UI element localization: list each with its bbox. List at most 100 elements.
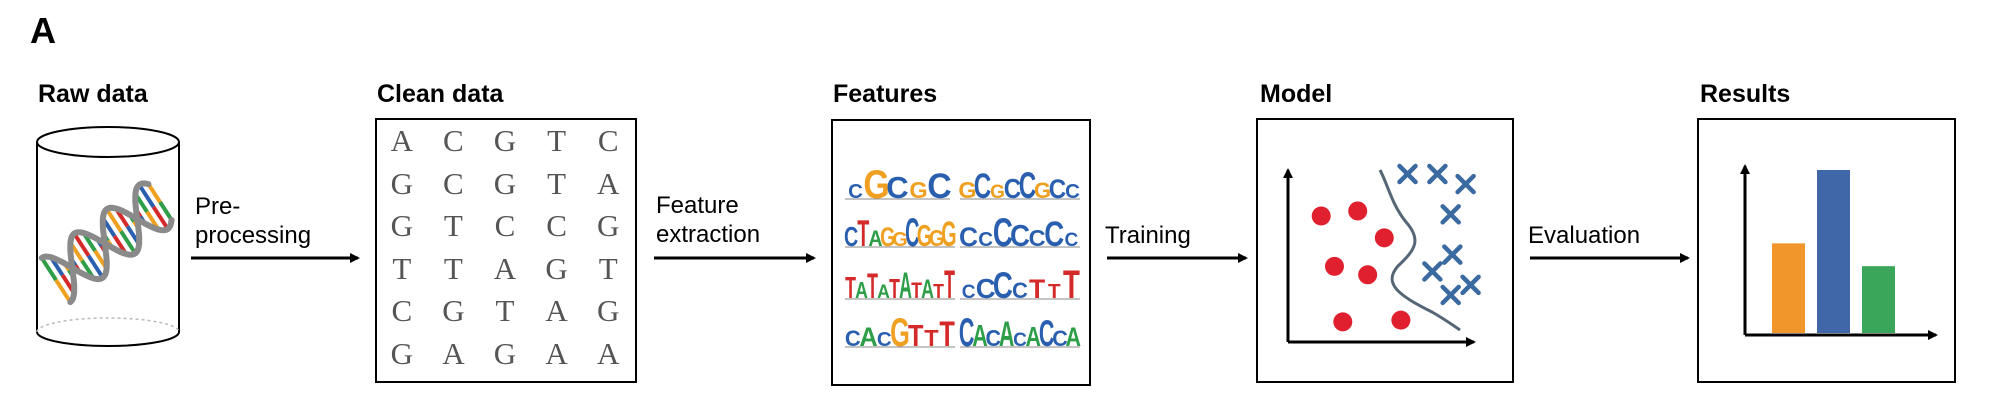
sequence-base: A	[390, 123, 413, 159]
decision-boundary	[1378, 169, 1461, 332]
training-label: Training	[1105, 222, 1191, 249]
dna-base-pair	[105, 208, 123, 233]
sequence-base: T	[547, 165, 567, 201]
raw-data-title: Raw data	[38, 80, 148, 108]
class-a-point	[1324, 256, 1344, 276]
sequence-base: G	[596, 208, 620, 244]
results-chart	[1740, 164, 1938, 340]
sequence-base: G	[390, 335, 413, 371]
sequence-base: A	[545, 335, 568, 371]
motif-letter: C	[959, 222, 978, 252]
motif-letter: G	[917, 217, 932, 253]
results-title: Results	[1700, 80, 1791, 108]
motif-letter: T	[939, 314, 955, 354]
motif-letter: C	[845, 326, 861, 351]
class-b-cross	[1440, 204, 1461, 225]
sequence-base: C	[546, 208, 567, 244]
motif-letter: A	[855, 278, 868, 304]
sequence-base: C	[494, 208, 516, 244]
motif-letter: C	[986, 325, 1002, 351]
sequence-base: C	[443, 165, 464, 201]
feature-extraction-label: Feature extraction	[656, 191, 760, 249]
dna-base-pair	[72, 232, 91, 257]
features-box	[831, 119, 1091, 386]
sequence-base: G	[390, 208, 413, 244]
result-bar	[1817, 170, 1850, 333]
sequence-base: T	[443, 208, 463, 244]
clean-data-box	[375, 118, 637, 383]
sequence-base: T	[547, 123, 567, 159]
motif-letter: A	[999, 315, 1015, 355]
class-a-point	[1358, 265, 1378, 285]
model-title: Model	[1260, 80, 1333, 108]
motif-letter: A	[877, 280, 890, 302]
sequence-base: C	[597, 123, 619, 159]
dna-backbone-strand	[67, 180, 152, 306]
motif-letter: C	[1029, 225, 1046, 251]
class-b-cross	[1460, 274, 1481, 296]
motif-letter: T	[1048, 280, 1061, 303]
results-bars	[1772, 170, 1895, 333]
sequence-base: T	[392, 250, 412, 286]
motif-letter: T	[933, 281, 944, 303]
feature-extraction-label-line2: extraction	[656, 221, 761, 248]
features-title: Features	[833, 80, 938, 108]
motif-letter: T	[1063, 263, 1080, 307]
motif-letter: C	[978, 228, 993, 251]
motif-letter: A	[859, 324, 878, 353]
database-cylinder-icon	[36, 126, 180, 347]
motif-letter: C	[877, 328, 892, 351]
class-b-cross	[1427, 163, 1448, 185]
sequence-base: G	[493, 335, 517, 371]
motif-letter: G	[1034, 178, 1051, 203]
motif-letter: G	[929, 224, 944, 251]
sequence-base: C	[443, 123, 464, 159]
sequence-base: G	[493, 123, 517, 159]
motif-letter: G	[880, 222, 895, 252]
result-bar	[1862, 266, 1895, 333]
motif-letter: G	[990, 182, 1005, 203]
class-a-point	[1374, 228, 1394, 248]
dna-base-pair	[86, 254, 105, 279]
motif-letter: T	[889, 273, 900, 304]
class-b-cross	[1455, 173, 1476, 195]
motif-letter: G	[909, 177, 927, 203]
sequence-base: A	[493, 250, 517, 286]
class-b-cross	[1422, 261, 1443, 282]
sequence-base: G	[390, 165, 413, 201]
dna-base-pair	[119, 230, 137, 255]
motif-letter: G	[890, 311, 910, 355]
motif-letter: C	[1013, 330, 1027, 351]
preprocessing-label: Pre- processing	[195, 192, 311, 250]
motif-letter: C	[848, 180, 863, 203]
motif-letter: T	[911, 279, 922, 303]
motif-letter: C	[1010, 219, 1030, 254]
motif-letter: T	[867, 266, 878, 305]
panel-label: A	[30, 10, 56, 51]
motif-letter: C	[886, 170, 908, 205]
motif-letter: C	[927, 167, 951, 206]
sequence-base: G	[596, 293, 620, 329]
model-points	[1311, 163, 1481, 332]
sequence-base: A	[596, 335, 620, 371]
sequence-base: T	[598, 250, 618, 286]
class-b-cross	[1440, 284, 1461, 306]
motif-letter: C	[844, 222, 858, 253]
sequence-base: A	[596, 165, 620, 201]
motif-letter: C	[993, 211, 1013, 255]
class-b-cross	[1442, 244, 1463, 265]
evaluation-label: Evaluation	[1528, 222, 1641, 249]
dna-base-pair	[40, 256, 58, 282]
motif-letter: T	[1029, 274, 1045, 304]
motif-letter: A	[1026, 321, 1042, 352]
class-a-point	[1348, 201, 1368, 221]
clean-data-title: Clean data	[377, 80, 504, 108]
motif-letter: G	[958, 177, 976, 203]
motif-letter: A	[921, 274, 934, 303]
motif-letter: A	[972, 318, 988, 353]
motif-letter: C	[959, 310, 975, 355]
preprocessing-label-line1: Pre-	[195, 193, 241, 220]
motif-letter: C	[1052, 326, 1068, 351]
